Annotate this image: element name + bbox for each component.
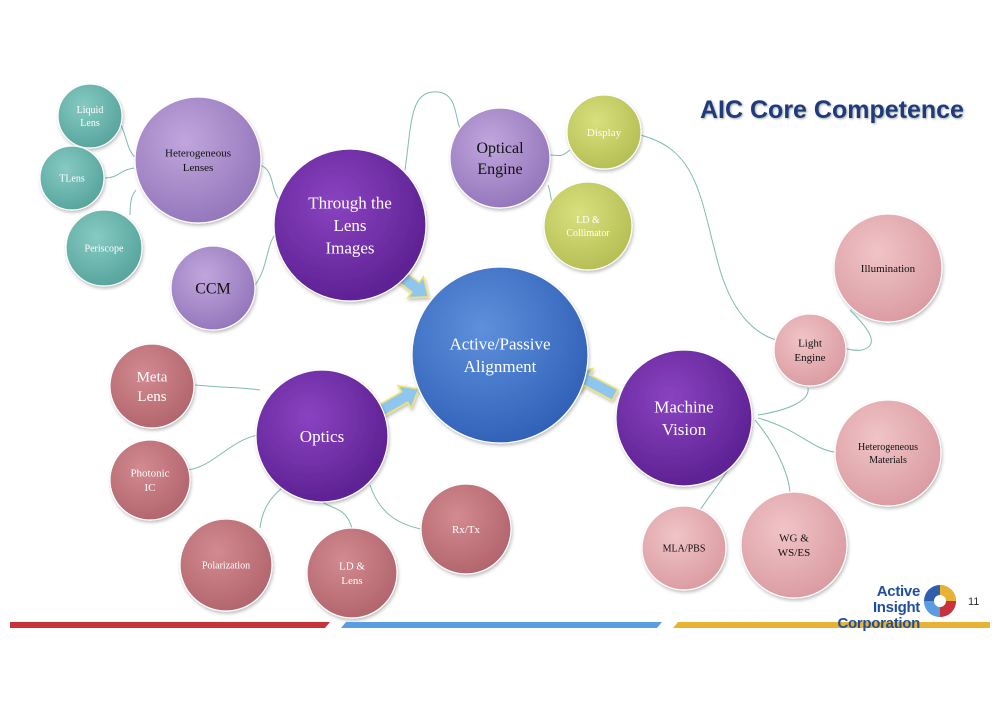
node-label: IC bbox=[145, 482, 156, 494]
node-circle bbox=[134, 96, 262, 224]
node-label: Optical bbox=[476, 140, 524, 157]
node-label: Lens bbox=[333, 216, 366, 235]
node-circle bbox=[615, 349, 753, 487]
node-label: Collimator bbox=[566, 228, 610, 239]
node-circle bbox=[57, 83, 123, 149]
node-ld-lens: LD & Lens bbox=[306, 527, 398, 619]
company-logo: Active Insight Corporation bbox=[828, 584, 958, 632]
node-label: WS/ES bbox=[778, 547, 810, 559]
node-label: Heterogeneous bbox=[858, 442, 918, 453]
node-label: Lens bbox=[137, 389, 166, 405]
node-label: Materials bbox=[869, 455, 907, 466]
footer-bars bbox=[10, 622, 990, 628]
node-periscope: Periscope bbox=[65, 209, 143, 287]
logo-mark-icon bbox=[924, 585, 956, 617]
node-label: Lens bbox=[80, 118, 100, 129]
node-circle bbox=[449, 107, 551, 209]
node-circle bbox=[411, 266, 589, 444]
node-circle bbox=[109, 439, 191, 521]
node-label: MLA/PBS bbox=[663, 544, 706, 555]
node-label: Machine bbox=[654, 398, 713, 417]
node-ld-collimator: LD & Collimator bbox=[543, 181, 633, 271]
footer-bar-gold bbox=[673, 622, 990, 628]
node-label: Periscope bbox=[85, 244, 124, 255]
node-label: Meta bbox=[137, 369, 168, 385]
node-circle bbox=[543, 181, 633, 271]
node-label: Through the bbox=[308, 194, 392, 213]
node-label: Display bbox=[587, 127, 622, 139]
logo-line-2: Corporation bbox=[837, 615, 920, 632]
node-display: Display bbox=[566, 94, 642, 170]
node-circle bbox=[420, 483, 512, 575]
node-label: Images bbox=[325, 238, 374, 257]
node-label: TLens bbox=[59, 174, 85, 185]
node-label: Photonic bbox=[130, 468, 169, 480]
node-rxtx: Rx/Tx bbox=[420, 483, 512, 575]
node-circle bbox=[109, 343, 195, 429]
logo-line-1: Active Insight bbox=[872, 583, 920, 616]
node-circle bbox=[170, 245, 256, 331]
node-wg-ws-es: WG & WS/ES bbox=[740, 491, 848, 599]
node-label: CCM bbox=[195, 281, 231, 298]
node-label: Lens bbox=[341, 575, 362, 587]
node-circle bbox=[65, 209, 143, 287]
node-circle bbox=[833, 213, 943, 323]
node-label: Vision bbox=[662, 420, 707, 439]
node-label: Polarization bbox=[202, 561, 250, 572]
node-ccm: CCM bbox=[170, 245, 256, 331]
node-label: Engine bbox=[477, 161, 522, 178]
node-circle bbox=[834, 399, 942, 507]
footer-bar-red bbox=[10, 622, 330, 628]
node-circle bbox=[255, 369, 389, 503]
node-polarization: Polarization bbox=[179, 518, 273, 612]
node-label: LD & bbox=[339, 561, 365, 573]
node-label: Rx/Tx bbox=[452, 524, 481, 536]
node-illumination: Illumination bbox=[833, 213, 943, 323]
node-circle bbox=[306, 527, 398, 619]
slide-title: AIC Core Competence bbox=[700, 96, 964, 124]
node-optics: Optics bbox=[255, 369, 389, 503]
node-label: Engine bbox=[794, 352, 825, 364]
footer-bar-blue bbox=[341, 622, 662, 628]
node-label: WG & bbox=[779, 533, 809, 545]
node-label: Optics bbox=[300, 427, 344, 446]
node-circle bbox=[641, 505, 727, 591]
node-label: Liquid bbox=[77, 105, 104, 116]
node-label: Lenses bbox=[183, 162, 214, 174]
node-mla-pbs: MLA/PBS bbox=[641, 505, 727, 591]
logo-text: Active Insight Corporation bbox=[828, 584, 920, 632]
node-circle bbox=[566, 94, 642, 170]
page-number: 11 bbox=[968, 596, 980, 608]
node-circle bbox=[179, 518, 273, 612]
node-label: Active/Passive bbox=[449, 335, 550, 354]
node-circle bbox=[773, 313, 847, 387]
node-circle bbox=[273, 148, 427, 302]
node-label: Illumination bbox=[861, 263, 916, 275]
node-tlens: TLens bbox=[39, 145, 105, 211]
node-circle bbox=[740, 491, 848, 599]
node-label: LD & bbox=[576, 215, 600, 226]
node-label: Heterogeneous bbox=[165, 148, 231, 160]
node-label: Light bbox=[798, 338, 822, 350]
node-circle bbox=[39, 145, 105, 211]
node-label: Alignment bbox=[464, 357, 537, 376]
